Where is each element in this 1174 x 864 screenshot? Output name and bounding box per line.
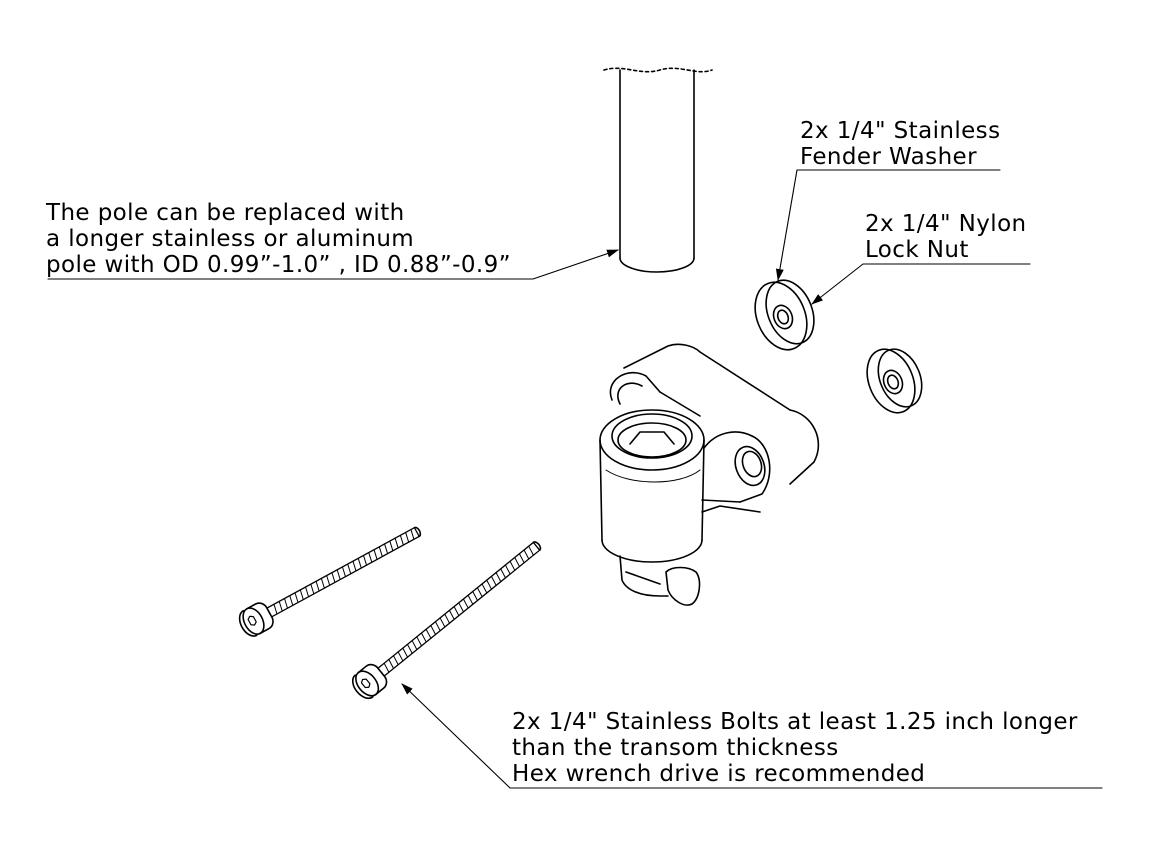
leader-washer bbox=[775, 169, 1001, 281]
callout-washer-line-1: 2x 1/4" Stainless bbox=[800, 118, 1001, 144]
pole bbox=[603, 67, 713, 273]
callout-pole-line-1: The pole can be replaced with bbox=[46, 200, 405, 226]
fender-washer bbox=[754, 279, 815, 351]
bolt-upper-thread bbox=[273, 529, 415, 615]
callout-washer-line-2: Fender Washer bbox=[800, 144, 977, 170]
bolt-lower-thread bbox=[383, 545, 534, 673]
leader-nut bbox=[811, 263, 1031, 305]
leader-pole bbox=[47, 249, 619, 280]
callout-nut-line-1: 2x 1/4" Nylon bbox=[865, 211, 1027, 237]
bolt-lower bbox=[351, 541, 542, 700]
callout-nut: 2x 1/4" Nylon Lock Nut bbox=[865, 211, 1027, 263]
bolt-upper bbox=[238, 526, 422, 637]
callout-bolts-line-3: Hex wrench drive is recommended bbox=[512, 761, 926, 787]
callout-bolts-line-2: than the transom thickness bbox=[512, 735, 839, 761]
callout-bolts-line-1: 2x 1/4" Stainless Bolts at least 1.25 in… bbox=[512, 709, 1078, 735]
callout-bolts: 2x 1/4" Stainless Bolts at least 1.25 in… bbox=[512, 709, 1078, 787]
leader-bolts bbox=[401, 683, 1103, 789]
nylon-lock-nut bbox=[866, 348, 923, 414]
callout-nut-line-2: Lock Nut bbox=[865, 237, 969, 263]
callout-pole-line-2: a longer stainless or aluminum bbox=[46, 226, 415, 252]
mount-bracket bbox=[599, 343, 820, 606]
leader-lines bbox=[47, 169, 1103, 789]
callout-washer: 2x 1/4" Stainless Fender Washer bbox=[800, 118, 1000, 170]
callout-pole-line-3: pole with OD 0.99”-1.0” , ID 0.88”-0.9” bbox=[46, 252, 511, 278]
callout-pole: The pole can be replaced with a longer s… bbox=[46, 200, 511, 278]
